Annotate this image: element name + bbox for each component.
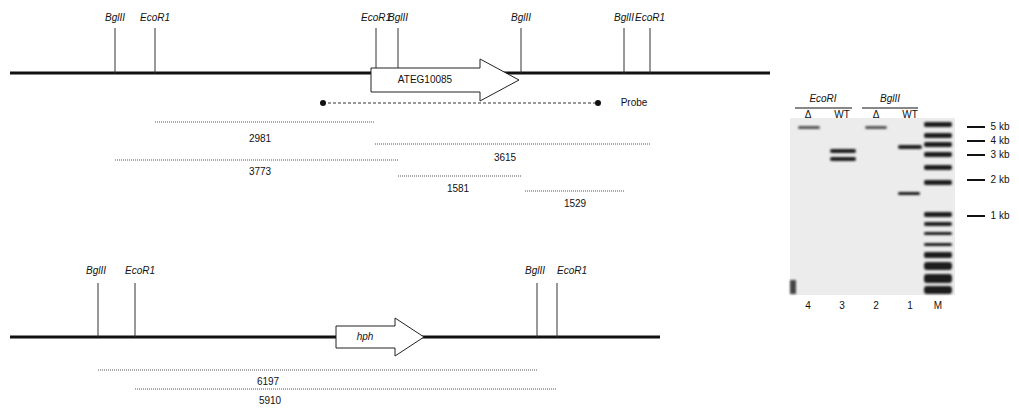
site-label: EcoR1 bbox=[361, 13, 391, 23]
fragment-size: 1581 bbox=[446, 184, 470, 194]
lane-number: 2 bbox=[873, 301, 879, 311]
size-marker: 3 kb bbox=[991, 150, 1010, 160]
fragment-size: 3615 bbox=[493, 153, 517, 163]
fragment-size: 5910 bbox=[258, 396, 282, 406]
size-marker: 1 kb bbox=[991, 211, 1010, 221]
arrow-outline bbox=[335, 317, 425, 357]
site-label: EcoR1 bbox=[635, 13, 665, 23]
site-label: EcoR1 bbox=[557, 266, 587, 276]
fragment-size: 1529 bbox=[563, 199, 587, 209]
site-label: BglII bbox=[614, 13, 634, 23]
site-label: BglII bbox=[525, 266, 545, 276]
gene-arrow: ATEG10085 bbox=[370, 58, 520, 102]
gene-arrow: hph bbox=[335, 317, 425, 357]
gene-name: hph bbox=[335, 332, 395, 342]
lane-number: 3 bbox=[839, 301, 845, 311]
site-label: BglII bbox=[105, 13, 125, 23]
enzyme-header: EcoRI bbox=[809, 94, 836, 104]
gene-name: ATEG10085 bbox=[370, 75, 480, 85]
lane-header: Δ bbox=[805, 110, 812, 120]
lane-number: 4 bbox=[805, 301, 811, 311]
size-marker: 2 kb bbox=[991, 175, 1010, 185]
enzyme-header: BglII bbox=[880, 94, 900, 104]
probe-label: Probe bbox=[620, 98, 649, 108]
site-label: BglII bbox=[511, 13, 531, 23]
lane-number: 1 bbox=[907, 301, 913, 311]
fragment-size: 2981 bbox=[248, 134, 272, 144]
site-label: BglII bbox=[86, 266, 106, 276]
lane-header: WT bbox=[902, 110, 918, 120]
lane-header: WT bbox=[834, 110, 850, 120]
lane-header: Δ bbox=[873, 110, 880, 120]
fragment-size: 3773 bbox=[248, 167, 272, 177]
site-label: EcoR1 bbox=[140, 13, 170, 23]
size-marker: 4 kb bbox=[991, 136, 1010, 146]
site-label: EcoR1 bbox=[125, 266, 155, 276]
lane-number: M bbox=[934, 301, 942, 311]
fragment-size: 6197 bbox=[256, 377, 280, 387]
size-marker: 5 kb bbox=[991, 122, 1010, 132]
site-label: BglII bbox=[388, 13, 408, 23]
